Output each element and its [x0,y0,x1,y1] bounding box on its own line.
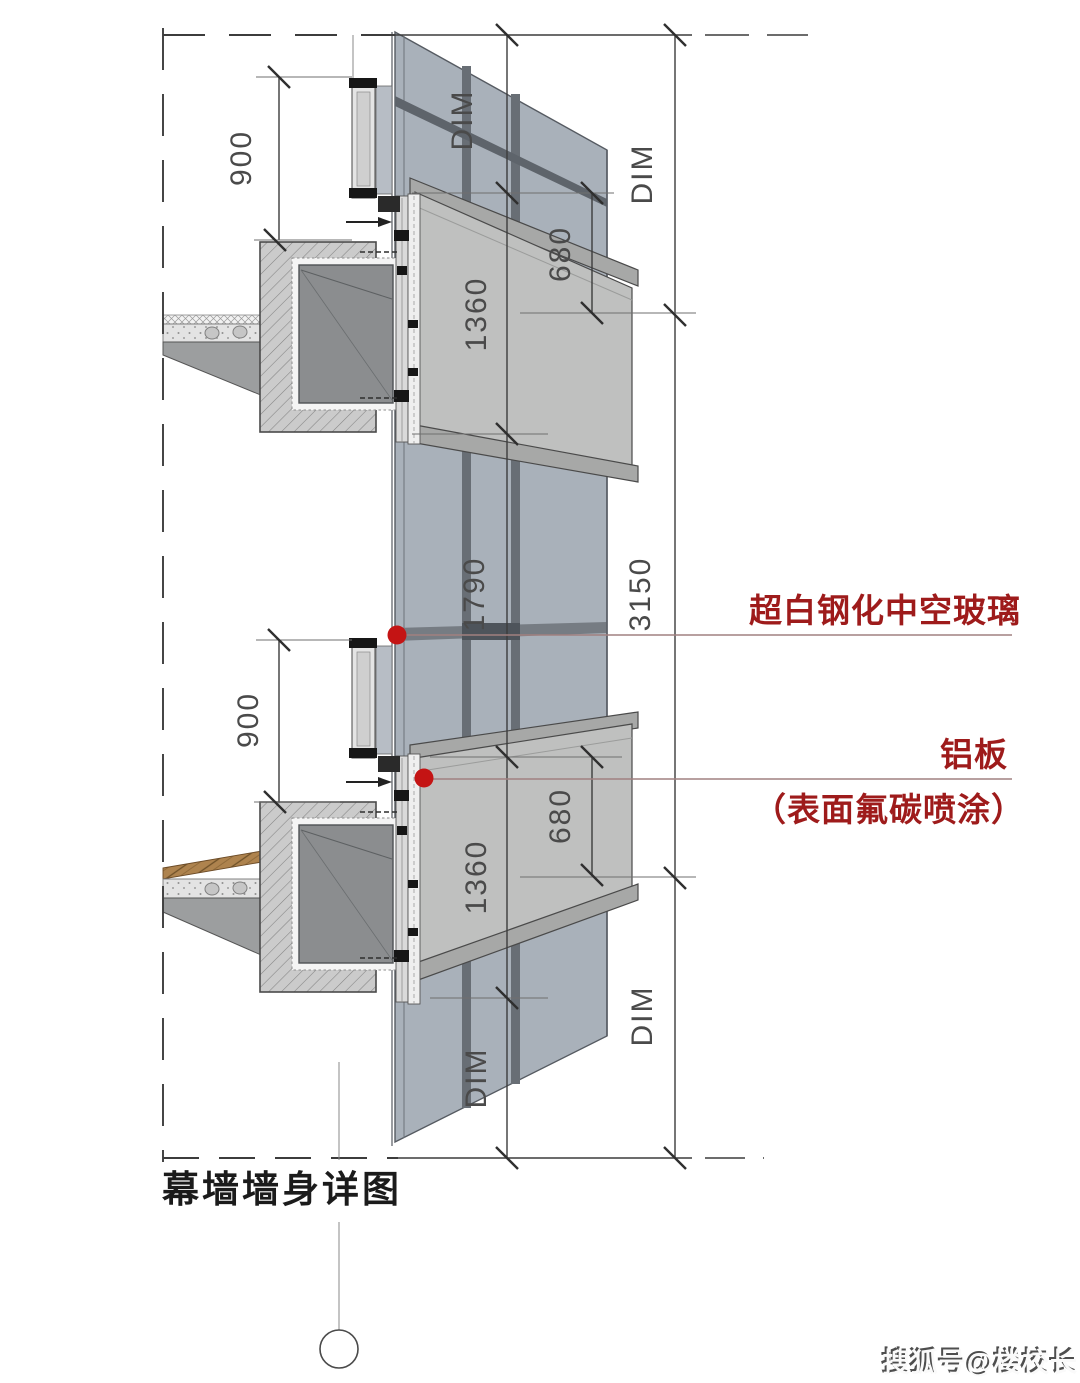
dim-680-upper: 680 [544,226,577,282]
aluminum-panel-lower [409,711,639,984]
grid-bubble [319,1329,359,1369]
leader-dot-glass [387,625,407,645]
annotation-aluminum-label: 铝板 [940,736,1008,773]
floor-slab-upper [162,35,421,445]
annotation-aluminum: 铝板 （表面氟碳喷涂） [414,736,1025,828]
dimension-ticks [263,23,687,1170]
extension-lines [254,76,696,999]
dim-1360-lower: 1360 [460,840,493,915]
dim-900-lower: 900 [232,692,265,748]
slab-soffit [162,897,269,959]
panel-edge-line [414,737,633,773]
glass-mullion-strip [511,94,520,1084]
drawing-title: 幕墙墙身详图 [161,1169,402,1210]
insulation-strip [162,314,269,325]
slab-void [232,881,248,895]
annotation-aluminum-sublabel: （表面氟碳喷涂） [753,791,1025,828]
dim-680-lower: 680 [544,788,577,844]
dim-right-lower: DIM [626,986,659,1047]
aluminum-panel-upper [409,177,639,483]
dim-glass-lower: DIM [460,1048,493,1109]
dim-1790: 1790 [458,557,491,632]
slab-soffit [162,341,269,399]
watermark-text: 搜狐号@楼校长 [883,1347,1078,1378]
watermark: 搜狐号@楼校长 搜狐号@楼校长 [881,1345,1078,1378]
floor-slab-lower [162,637,421,1005]
slab-void [204,882,220,896]
glass-transom-top [395,96,607,207]
slab-void [204,326,220,340]
glass-transom-mid-profile [462,623,520,640]
dim-right-upper: DIM [626,144,659,205]
dim-3150: 3150 [624,557,657,632]
dim-glass-upper: DIM [446,90,479,151]
dimension-labels: 900 900 DIM 1360 680 DIM 1790 3150 680 1… [225,90,659,1109]
dim-900-upper: 900 [225,130,258,186]
watermark-shadow: 搜狐号@楼校长 [881,1345,1076,1376]
slab-void [232,325,248,339]
panel-edge-line [414,205,633,301]
wood-floor [162,850,263,880]
panel-top-cap [409,177,639,287]
dimension-linework [162,28,808,1162]
section-mark [319,1062,359,1369]
glass-mullion-strip [462,66,471,1108]
leader-dot-aluminum [414,768,434,788]
annotation-glass-label: 超白钢化中空玻璃 [749,592,1021,629]
dim-1360-upper: 1360 [460,277,493,352]
annotation-glass: 超白钢化中空玻璃 [387,592,1021,645]
